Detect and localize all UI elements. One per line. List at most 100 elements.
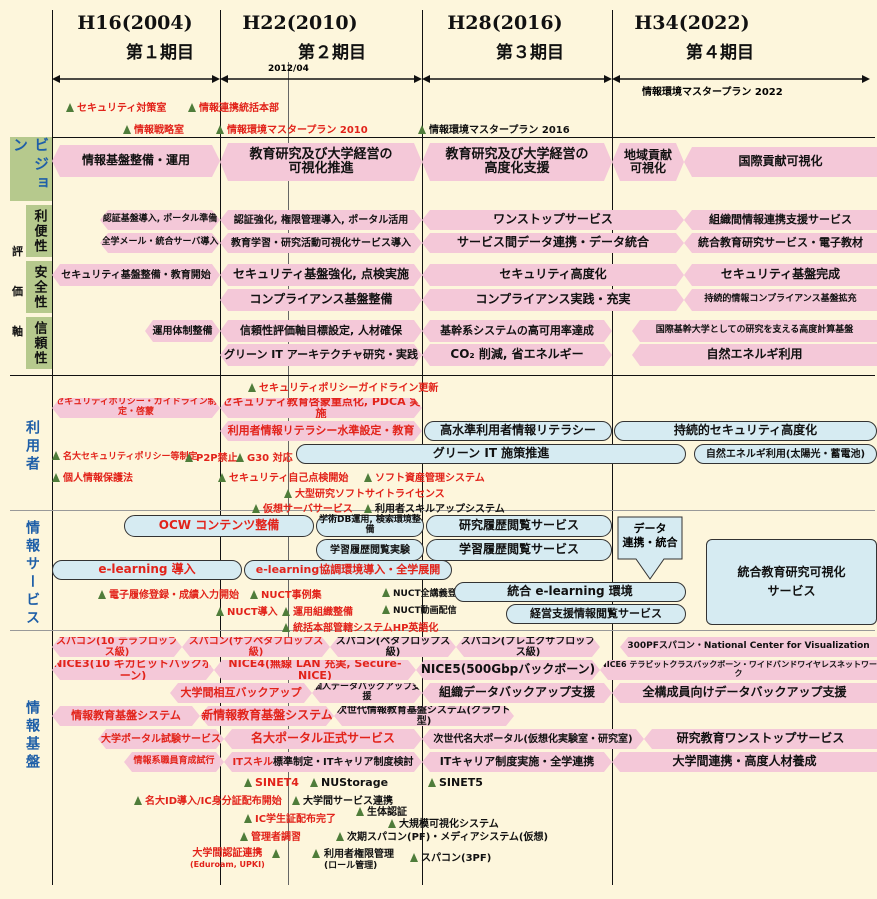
infra-k3: 組織データバックアップ支援 [422,683,612,703]
rel-b2: グリーン IT アーキテクチャ研究・実践 [220,344,422,366]
rel-b3: CO₂ 削減, 省エネルギー [422,344,612,366]
svc-m6: NUCT動画配信 [382,603,457,616]
vision-1: 情報基盤整備・運用 [52,145,220,177]
section-vision: ビジョン [10,137,52,201]
infra-m1: SINET4 [244,776,299,789]
infra-m12-marker [312,849,323,860]
eval-axis-panel: 評 価 軸 [10,203,24,368]
milestone-marker-icon [282,607,290,616]
vision-2: 教育研究及び大学経営の可視化推進 [220,143,422,181]
rel-a4: 国際基幹大学としての研究を支える高度計算基盤 [632,320,877,342]
svc-m3: NUCT全講義登録 [382,586,466,599]
infra-t1: 情報系職員育成試行 [124,752,224,772]
safe-b3: コンプライアンス実践・充実 [422,289,684,311]
section-info-infra: 情報基盤 [24,700,40,772]
svc-m5: 運用組織整備 [282,603,353,618]
user-r3b: 自然エネルギ利用(太陽光・蓄電池) [694,444,877,464]
period-3-year: H28(2016) [447,12,563,34]
svc-mgmt: 経営支援情報閲覧サービス [506,604,686,624]
user-m10: 利用者スキルアップシステム [364,500,505,515]
svc-m1: 電子履修登録・成績入力開始 [98,586,239,601]
infra-e3: 次世代情報教育基盤システム(クラウド型) [334,706,514,726]
conv-b1: 全学メール・統合サーバ導入 [100,233,220,253]
milestone-info-hq: 情報連携統括本部 [188,99,279,114]
milestone-marker-icon [364,473,372,482]
milestone-marker-icon [236,453,244,462]
infra-m11-marker [272,849,283,860]
timeline-line-2010 [220,10,221,885]
user-m2: 名大セキュリティポリシー等制定 [52,449,197,462]
milestone-marker-icon [364,504,372,513]
milestone-marker-icon [123,125,131,134]
svc-ocw: OCW コンテンツ整備 [124,515,314,537]
milestone-marker-icon [188,103,196,112]
milestone-marker-icon [382,605,390,614]
section-reliability: 信頼性 [26,317,52,369]
infra-m10: 次期スパコン(PF)・メディアシステム(仮想) [336,828,548,843]
infra-m4: 名大ID導入/IC身分証配布開始 [134,792,282,807]
milestone-marker-icon [244,814,252,823]
infra-m12: 利用者権限管理(ロール管理) [324,849,394,871]
milestone-marker-icon [312,849,320,858]
vision-5: 国際貢献可視化 [684,147,877,177]
plan-2022: 情報環境マスタープラン 2022 [642,87,783,98]
milestone-marker-icon [250,590,258,599]
rel-a3: 基幹系システムの高可用率達成 [422,320,612,342]
conv-a4: 組織間情報連携支援サービス [684,210,877,230]
infra-m5: 大学間サービス連携 [292,792,393,807]
infra-t3: ITキャリア制度実施・全学連携 [422,752,612,772]
safe-a4: セキュリティ基盤完成 [684,264,877,286]
user-m6: セキュリティ自己点検開始 [218,469,348,484]
svc-data-arrow [617,516,683,580]
eval-char-1: 評 [12,245,23,258]
milestone-marker-icon [388,819,396,828]
period-3-term: 第３期目 [496,43,564,63]
milestone-marker-icon [336,832,344,841]
safe-b4: 持続的情報コンプライアンス基盤拡充 [684,289,877,311]
milestone-marker-icon [216,125,224,134]
svc-research: 研究履歴閲覧サービス [426,515,612,537]
eval-char-3: 軸 [12,325,23,338]
period-1-year: H16(2004) [77,12,193,34]
infra-p3: 次世代名大ポータル(仮想化実験室・研究室) [422,729,644,749]
safe-b2: コンプライアンス基盤整備 [220,289,422,311]
period-4-term: 第４期目 [686,43,754,63]
vision-3: 教育研究及び大学経営の高度化支援 [422,143,612,181]
infra-e2: 新情報教育基盤システム [200,706,334,726]
infra-m2: NUStorage [310,776,388,789]
infra-p1: 大学ポータル試験サービス [98,729,224,749]
milestone-marker-icon [418,125,426,134]
milestone-marker-icon [284,489,292,498]
section-safety: 安全性 [26,261,52,313]
svc-elearn-collab: e-learning協調環境導入・全学展開 [244,560,452,580]
infra-k4: 全構成員向けデータバックアップ支援 [612,683,877,703]
milestone-marker-icon [52,473,60,482]
period-2-term: 第２期目 [298,43,366,63]
milestone-marker-icon [218,473,226,482]
conv-b2: 教育学習・研究活動可視化サービス導入 [220,233,422,253]
milestone-marker-icon [410,853,418,862]
section-users: 利用者 [24,420,40,474]
infra-m13: スパコン(3PF) [410,849,491,864]
milestone-marker-icon [134,796,142,805]
milestone-marker-icon [382,588,390,597]
svc-data-integration: データ連携・統合 [622,522,678,550]
period-1-term: 第１期目 [126,43,194,63]
date-2012: 2012/04 [268,64,309,74]
infra-m6: 生体認証 [356,803,407,818]
svc-m2: NUCT事例集 [250,586,322,601]
rel-b4: 自然エネルギ利用 [632,344,877,366]
milestone-marker-icon [292,796,300,805]
user-r2a: 利用者情報リテラシー水準設定・教育 [220,421,422,441]
vision-4: 地域貢献可視化 [612,143,684,181]
milestone-plan-2010: 情報環境マスタープラン 2010 [216,121,368,136]
milestone-marker-icon [185,453,193,462]
user-m7: ソフト資産管理システム [364,469,485,484]
svc-m4: NUCT導入 [216,603,278,618]
conv-a3: ワンストップサービス [422,210,684,230]
infra-n2: NICE4(無線 LAN 充実, Secure-NICE) [214,660,416,680]
user-r1b: セキュリティ教育啓蒙重点化, PDCA 実施 [221,394,421,420]
milestone-marker-icon [248,383,256,392]
user-r1a: セキュリティポリシー・ガイドライン制定・啓蒙 [52,398,220,418]
safe-a2: セキュリティ基盤強化, 点検実施 [220,264,422,286]
